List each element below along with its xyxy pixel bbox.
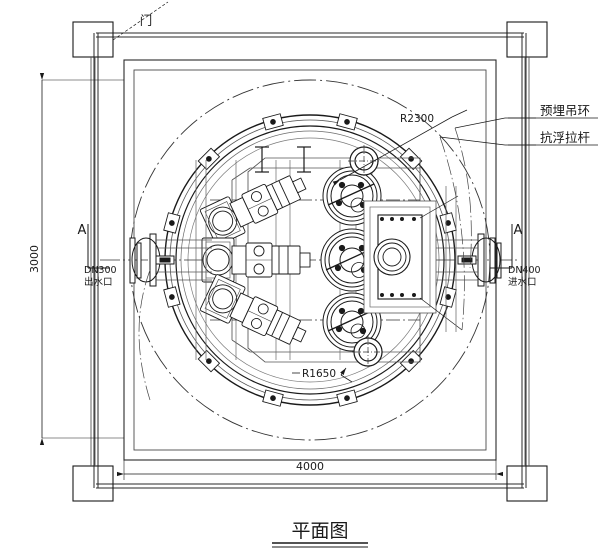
building-outline [93, 32, 527, 489]
cabinet-leader [419, 195, 463, 331]
label-outlet-dn: DN300 [84, 265, 117, 276]
label-anti-float-tie-rod: 抗浮拉杆 [540, 130, 591, 145]
section-marker-left [87, 224, 110, 269]
label-inlet-dn: DN400 [508, 265, 541, 276]
label-embedded-lifting-ring: 预埋吊环 [540, 103, 590, 118]
inlet-flange [457, 233, 502, 287]
dimension-vertical [39, 72, 124, 446]
pump-unit [199, 175, 307, 246]
drawing-title: 平面图 [291, 520, 348, 542]
title-underline [272, 542, 368, 548]
pump-unit [199, 274, 307, 345]
i-beam-symbol [255, 146, 311, 173]
radius-inner-leader [292, 367, 353, 383]
riser-pipe [195, 160, 457, 360]
dimension-horizontal-text: 4000 [296, 460, 324, 473]
callout-arc [138, 127, 472, 401]
label-inlet-name: 进水口 [508, 276, 537, 288]
outlet-flange [129, 233, 175, 287]
hanger-rod [90, 57, 530, 466]
manhole [348, 145, 380, 177]
outlet-pipe [156, 239, 212, 281]
section-label-left: A [78, 223, 87, 238]
manhole [352, 336, 384, 368]
label-outlet-name: 出水口 [84, 276, 113, 288]
inlet-pipe [436, 239, 478, 281]
dimension-horizontal [116, 460, 504, 480]
annotation-leader [439, 117, 598, 146]
section-label-right: A [514, 223, 523, 238]
label-radius-inner: R1650 [302, 368, 336, 380]
door-leader [112, 1, 169, 41]
corner-post [72, 21, 548, 502]
control-cabinet [363, 200, 437, 314]
label-radius-outer: R2300 [400, 113, 434, 125]
dimension-vertical-text: 3000 [28, 245, 41, 273]
radius-outer-leader [332, 109, 468, 186]
pump-unit [201, 237, 311, 283]
label-door: 门 [140, 13, 153, 28]
anchor-plate [163, 113, 457, 407]
section-marker-right [490, 224, 513, 269]
